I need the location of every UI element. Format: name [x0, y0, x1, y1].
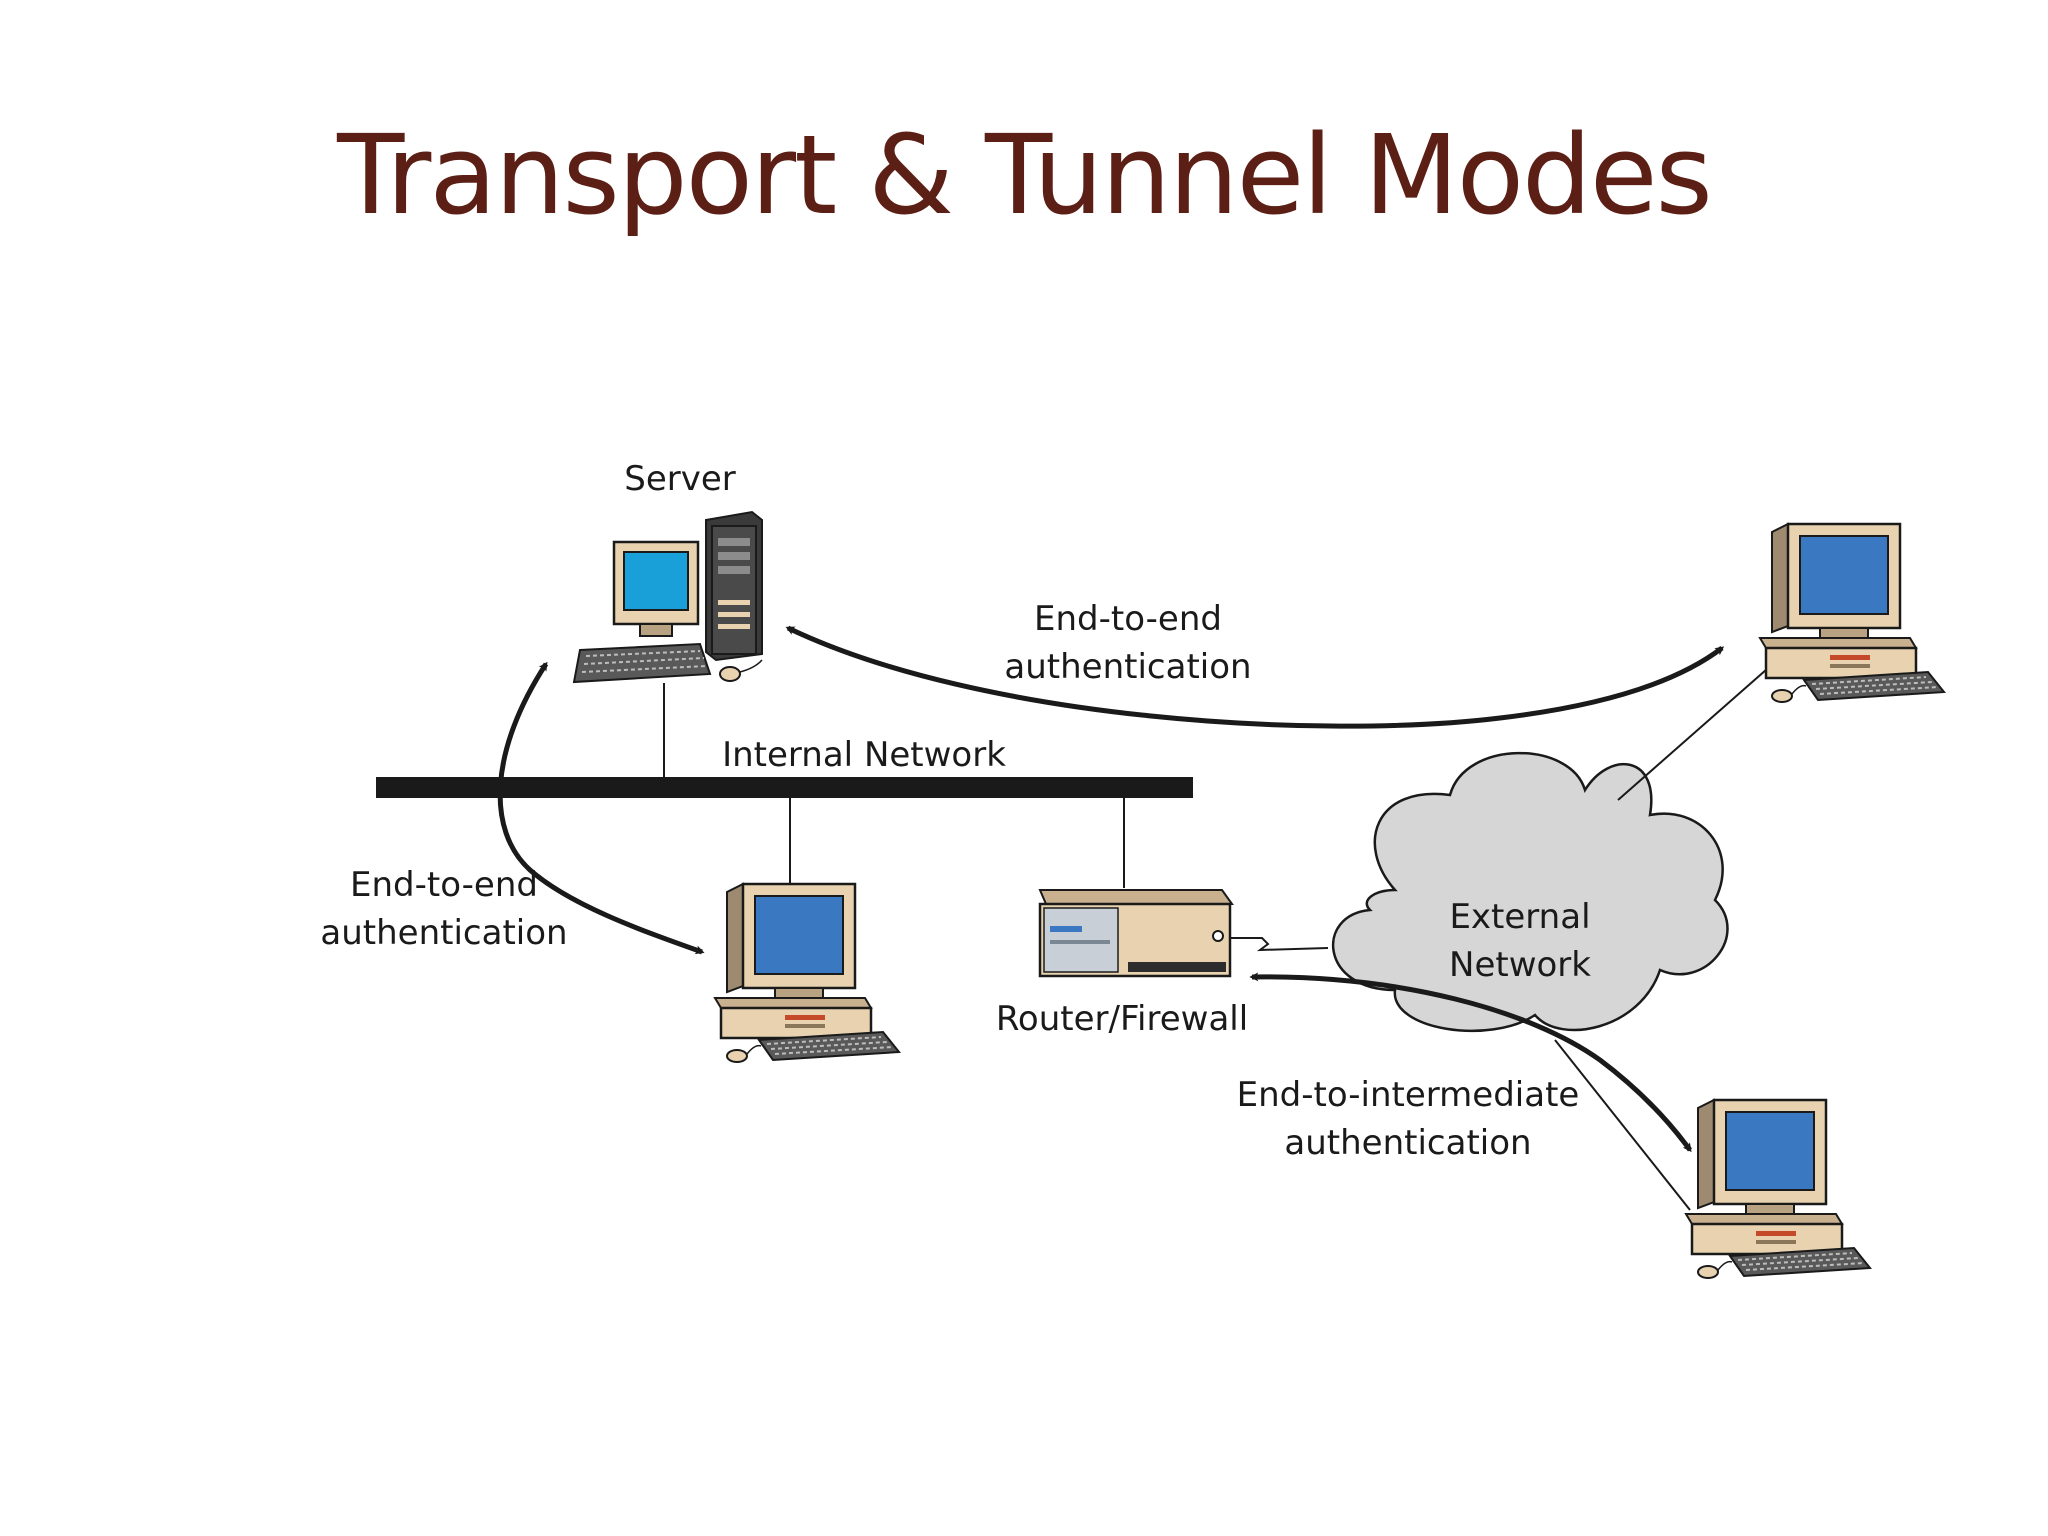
bottom-arrow-label-line2: authentication [1284, 1123, 1531, 1163]
cloud-icon [1331, 751, 1729, 1033]
router-label: Router/Firewall [996, 999, 1248, 1039]
desktop-computer-icon [713, 882, 901, 1064]
external-network-label-line1: External [1449, 897, 1590, 937]
external-network-label-line2: Network [1449, 945, 1591, 985]
router-to-cloud-line [1228, 937, 1329, 952]
slide-title: Transport & Tunnel Modes [337, 111, 1713, 239]
top-auth-arrow [785, 625, 1725, 729]
remote-desktop-top-icon [1758, 522, 1946, 704]
left-arrow-label-line2: authentication [320, 913, 567, 953]
left-auth-arrow [497, 661, 705, 955]
left-arrow-label-line1: End-to-end [350, 865, 538, 905]
remote-desktop-bottom-icon [1684, 1098, 1872, 1280]
bottom-arrow-label-line1: End-to-intermediate [1237, 1075, 1580, 1115]
bottom-auth-arrow [1249, 972, 1693, 1153]
cloud-to-remote-top-line [1617, 661, 1776, 801]
server-workstation-icon [572, 510, 763, 684]
router-firewall-icon [1038, 889, 1234, 978]
top-arrow-label-line1: End-to-end [1034, 599, 1222, 639]
top-arrow-label-line2: authentication [1004, 647, 1251, 687]
server-label: Server [624, 459, 736, 499]
internal-network-label: Internal Network [722, 735, 1006, 775]
